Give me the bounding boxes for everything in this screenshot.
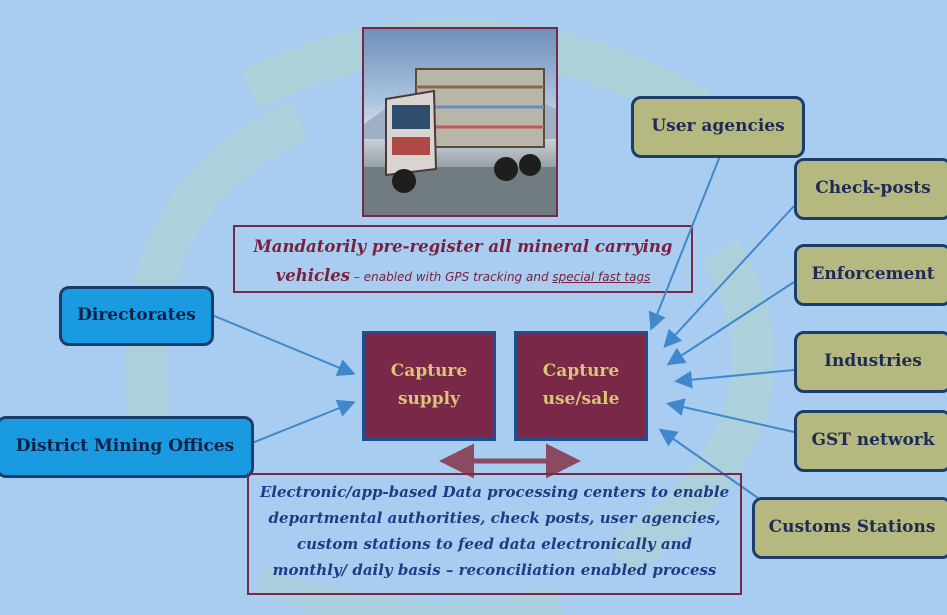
pre-register-line-1: Mandatorily pre-register all mineral car… xyxy=(253,237,673,256)
box-user-agencies: User agencies xyxy=(631,96,805,158)
box-industries: Industries xyxy=(794,331,947,393)
box-check-posts: Check-posts xyxy=(794,158,947,220)
label-customs-stations: Customs Stations xyxy=(768,517,936,538)
arrow-district-mining xyxy=(251,399,356,444)
box-enforcement: Enforcement xyxy=(794,244,947,306)
pre-register-note: Mandatorily pre-register all mineral car… xyxy=(233,225,693,293)
capture-use-sale-line-2: use/sale xyxy=(542,389,620,409)
box-district-mining-offices: District Mining Offices xyxy=(0,416,254,478)
label-industries: Industries xyxy=(824,351,922,372)
data-processing-line-1: Electronic/app-based Data processing cen… xyxy=(259,483,730,501)
data-processing-line-2: departmental authorities, check posts, u… xyxy=(268,509,721,527)
capture-supply-line-2: supply xyxy=(397,389,461,409)
truck-icon xyxy=(364,68,556,215)
arrow-gst xyxy=(666,398,795,433)
box-capture-supply: Capture supply xyxy=(362,331,496,441)
pre-register-line-2: vehicles – enabled with GPS tracking and… xyxy=(235,261,691,292)
pre-register-vehicles: vehicles xyxy=(275,266,351,285)
pre-register-fast-tags: special fast tags xyxy=(552,270,651,284)
data-processing-note: Electronic/app-based Data processing cen… xyxy=(247,473,742,595)
pre-register-gps: – enabled with GPS tracking and xyxy=(350,270,553,284)
arrow-directorates xyxy=(211,314,356,376)
arrow-enforcement xyxy=(666,281,795,366)
data-processing-line-4: monthly/ daily basis – reconciliation en… xyxy=(272,561,717,579)
label-user-agencies: User agencies xyxy=(651,116,785,137)
data-processing-line-3: custom stations to feed data electronica… xyxy=(297,535,692,553)
capture-use-sale-line-1: Capture xyxy=(542,361,620,382)
label-enforcement: Enforcement xyxy=(811,264,935,285)
box-gst-network: GST network xyxy=(794,410,947,472)
box-capture-use-sale: Capture use/sale xyxy=(514,331,648,441)
label-check-posts: Check-posts xyxy=(815,178,931,199)
label-directorates: Directorates xyxy=(77,305,196,326)
label-district-mining-offices: District Mining Offices xyxy=(15,436,235,457)
label-gst-network: GST network xyxy=(811,430,935,451)
truck-photo xyxy=(362,27,558,217)
arrow-industries xyxy=(674,369,795,389)
capture-supply-line-1: Capture xyxy=(390,361,468,382)
box-directorates: Directorates xyxy=(59,286,214,346)
box-customs-stations: Customs Stations xyxy=(752,497,947,559)
arrow-check-posts xyxy=(663,205,795,348)
arrow-user-agencies xyxy=(648,155,721,331)
